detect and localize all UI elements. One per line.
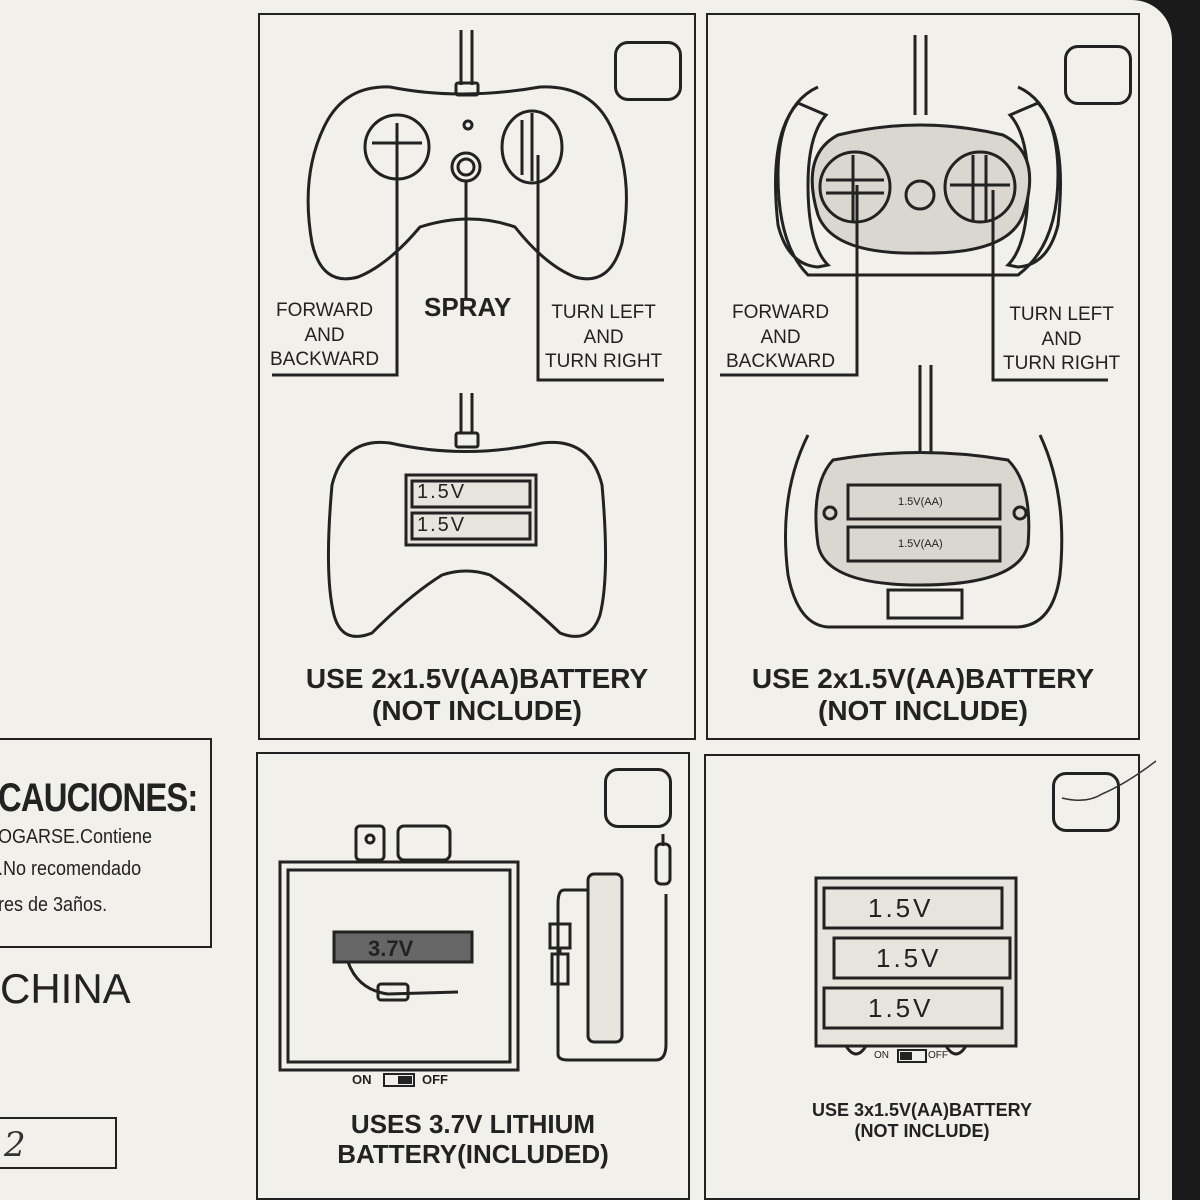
gamepad-label-left-line1: FORWARD bbox=[275, 300, 374, 321]
aa3-battery-cell-2: 1.5V bbox=[876, 943, 942, 973]
caution-line-1: OGARSE.Contiene bbox=[0, 826, 153, 848]
lithium-battery-label: 3.7V bbox=[368, 936, 414, 961]
gamepad-label-spray: SPRAY bbox=[424, 292, 512, 322]
wheel-caption: USE 2x1.5V(AA)BATTERY (NOT INCLUDE) bbox=[708, 663, 1138, 727]
gamepad-label-left-line3: BACKWARD bbox=[270, 349, 380, 371]
aa3-caption-line2: (NOT INCLUDE) bbox=[854, 1120, 990, 1141]
caution-line-2: .No recomendado bbox=[0, 858, 142, 880]
panel-3xaa: 1.5V 1.5V 1.5V ON OFF USE 3x1.5V(AA)BATT… bbox=[704, 754, 1157, 1200]
gamepad-label-left: FORWARD AND BACKWARD bbox=[270, 299, 379, 373]
gamepad-caption-line1: USE 2x1.5V(AA)BATTERY bbox=[305, 663, 649, 694]
gamepad-caption-line2: (NOT INCLUDE) bbox=[372, 695, 582, 727]
gamepad-label-right-line1: TURN LEFT bbox=[551, 302, 656, 323]
wheel-battery-cell-1: 1.5V(AA) bbox=[898, 496, 943, 508]
wheel-label-left-line1: FORWARD bbox=[731, 302, 830, 323]
gamepad-back-battery-icon bbox=[326, 393, 608, 638]
panel-wheel-checkbox[interactable] bbox=[1064, 45, 1132, 105]
lot-number-box: 2 bbox=[0, 1117, 117, 1169]
manual-sheet: CAUCIONES: OGARSE.Contiene .No recomenda… bbox=[0, 0, 1172, 1200]
wheel-label-left: FORWARD AND BACKWARD bbox=[726, 301, 835, 375]
aa3-caption: USE 3x1.5V(AA)BATTERY (NOT INCLUDE) bbox=[706, 1100, 1138, 1141]
gamepad-controller-icon bbox=[272, 30, 664, 382]
lithium-switch-on-label: ON bbox=[352, 1072, 372, 1087]
panel-3xaa-checkbox[interactable] bbox=[1052, 772, 1120, 832]
gamepad-battery-cell-1: 1.5V bbox=[417, 481, 467, 503]
aa3-caption-line1: USE 3x1.5V(AA)BATTERY bbox=[811, 1100, 1033, 1120]
gamepad-label-left-line2: AND bbox=[304, 324, 345, 346]
lithium-caption-line1: USES 3.7V LITHIUM bbox=[350, 1109, 596, 1139]
wheel-label-right-line2: AND bbox=[1041, 328, 1082, 350]
gamepad-label-right: TURN LEFT AND TURN RIGHT bbox=[545, 301, 662, 375]
aa3-battery-cell-3: 1.5V bbox=[868, 993, 934, 1023]
lot-number-mark: 2 bbox=[4, 1125, 26, 1165]
wheel-label-right-line3: TURN RIGHT bbox=[1003, 353, 1121, 375]
aa3-switch-off-label: OFF bbox=[928, 1050, 948, 1061]
wheel-label-left-line2: AND bbox=[760, 326, 801, 348]
check-mark-scribble bbox=[1061, 760, 1157, 801]
wheel-label-right: TURN LEFT AND TURN RIGHT bbox=[1003, 303, 1120, 377]
panel-gamepad-checkbox[interactable] bbox=[614, 41, 682, 101]
wheel-caption-line2: (NOT INCLUDE) bbox=[818, 695, 1028, 727]
made-in-label: CHINA bbox=[0, 965, 131, 1012]
lithium-caption-line2: BATTERY(INCLUDED) bbox=[337, 1138, 609, 1169]
caution-line-3: res de 3años. bbox=[0, 894, 108, 916]
panel-gamepad: FORWARD AND BACKWARD SPRAY TURN LEFT AND… bbox=[258, 13, 696, 740]
panel-lithium: 3.7V ON OFF USES 3.7V LITHIUM BATTERY(IN… bbox=[256, 752, 690, 1200]
wheel-label-left-line3: BACKWARD bbox=[726, 351, 836, 373]
aa3-battery-cell-1: 1.5V bbox=[868, 893, 934, 923]
aa3-switch-on-label: ON bbox=[874, 1050, 889, 1061]
gamepad-label-right-line2: AND bbox=[583, 326, 624, 348]
caution-title: CAUCIONES: bbox=[0, 776, 198, 820]
wheel-caption-line1: USE 2x1.5V(AA)BATTERY bbox=[751, 663, 1095, 694]
wheel-label-right-line1: TURN LEFT bbox=[1009, 304, 1114, 325]
lithium-switch-off-label: OFF bbox=[422, 1072, 448, 1087]
gamepad-battery-cell-2: 1.5V bbox=[417, 514, 467, 536]
panel-wheel: FORWARD AND BACKWARD TURN LEFT AND TURN … bbox=[706, 13, 1140, 740]
lithium-battery-pack-icon bbox=[278, 824, 672, 1087]
lithium-caption: USES 3.7V LITHIUM BATTERY(INCLUDED) bbox=[258, 1109, 688, 1170]
caution-box: CAUCIONES: OGARSE.Contiene .No recomenda… bbox=[0, 738, 212, 948]
panel-lithium-checkbox[interactable] bbox=[604, 768, 672, 828]
wheel-battery-cell-2: 1.5V(AA) bbox=[898, 538, 943, 550]
gamepad-label-right-line3: TURN RIGHT bbox=[545, 351, 663, 373]
gamepad-caption: USE 2x1.5V(AA)BATTERY (NOT INCLUDE) bbox=[260, 663, 694, 727]
aa-battery-holder-icon bbox=[814, 876, 1018, 1063]
wheel-controller-icon bbox=[720, 35, 1108, 382]
wheel-back-battery-icon bbox=[784, 365, 1064, 629]
